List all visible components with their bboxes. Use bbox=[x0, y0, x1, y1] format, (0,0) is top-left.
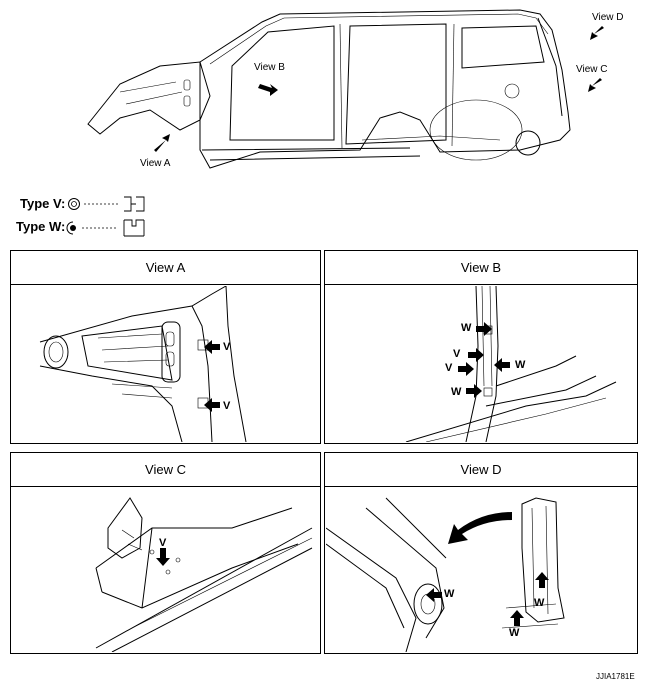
view-c-title: View C bbox=[10, 452, 321, 487]
view-a-indicator-label: View A bbox=[140, 158, 171, 169]
view-a-callout-1: V bbox=[223, 341, 231, 353]
view-d-indicator-label: View D bbox=[592, 12, 624, 23]
view-b-drawing bbox=[405, 286, 617, 442]
figure-id: JJIA1781E bbox=[596, 672, 635, 681]
type-v-weld-symbol bbox=[68, 196, 145, 212]
legend-type-w-label: Type W: bbox=[16, 219, 66, 234]
view-a-drawing bbox=[39, 286, 247, 442]
vehicle-body-side-overview bbox=[87, 9, 604, 169]
view-b-indicator-label: View B bbox=[254, 62, 285, 73]
view-b-callout-2: V bbox=[453, 348, 461, 360]
view-b-panel bbox=[324, 284, 638, 444]
view-d-callout-3: W bbox=[509, 627, 520, 639]
type-w-weld-symbol bbox=[66, 219, 145, 237]
view-d-panel bbox=[324, 486, 638, 654]
view-d-drawing bbox=[326, 497, 565, 652]
view-b-title: View B bbox=[324, 250, 638, 285]
legend-type-v-label: Type V: bbox=[20, 196, 66, 211]
view-d-title: View D bbox=[324, 452, 638, 487]
view-b-callout-5: W bbox=[451, 386, 462, 398]
view-c-indicator-label: View C bbox=[576, 64, 608, 75]
view-c-callout-1: V bbox=[159, 537, 167, 549]
view-b-callout-4: W bbox=[515, 359, 526, 371]
view-b-callout-1: W bbox=[461, 322, 472, 334]
view-a-title: View A bbox=[10, 250, 321, 285]
view-a-callout-2: V bbox=[223, 400, 231, 412]
view-b-callout-3: V bbox=[445, 362, 453, 374]
view-d-callout-1: W bbox=[444, 588, 455, 600]
view-d-callout-2: W bbox=[534, 597, 545, 609]
view-c-drawing bbox=[95, 497, 313, 652]
